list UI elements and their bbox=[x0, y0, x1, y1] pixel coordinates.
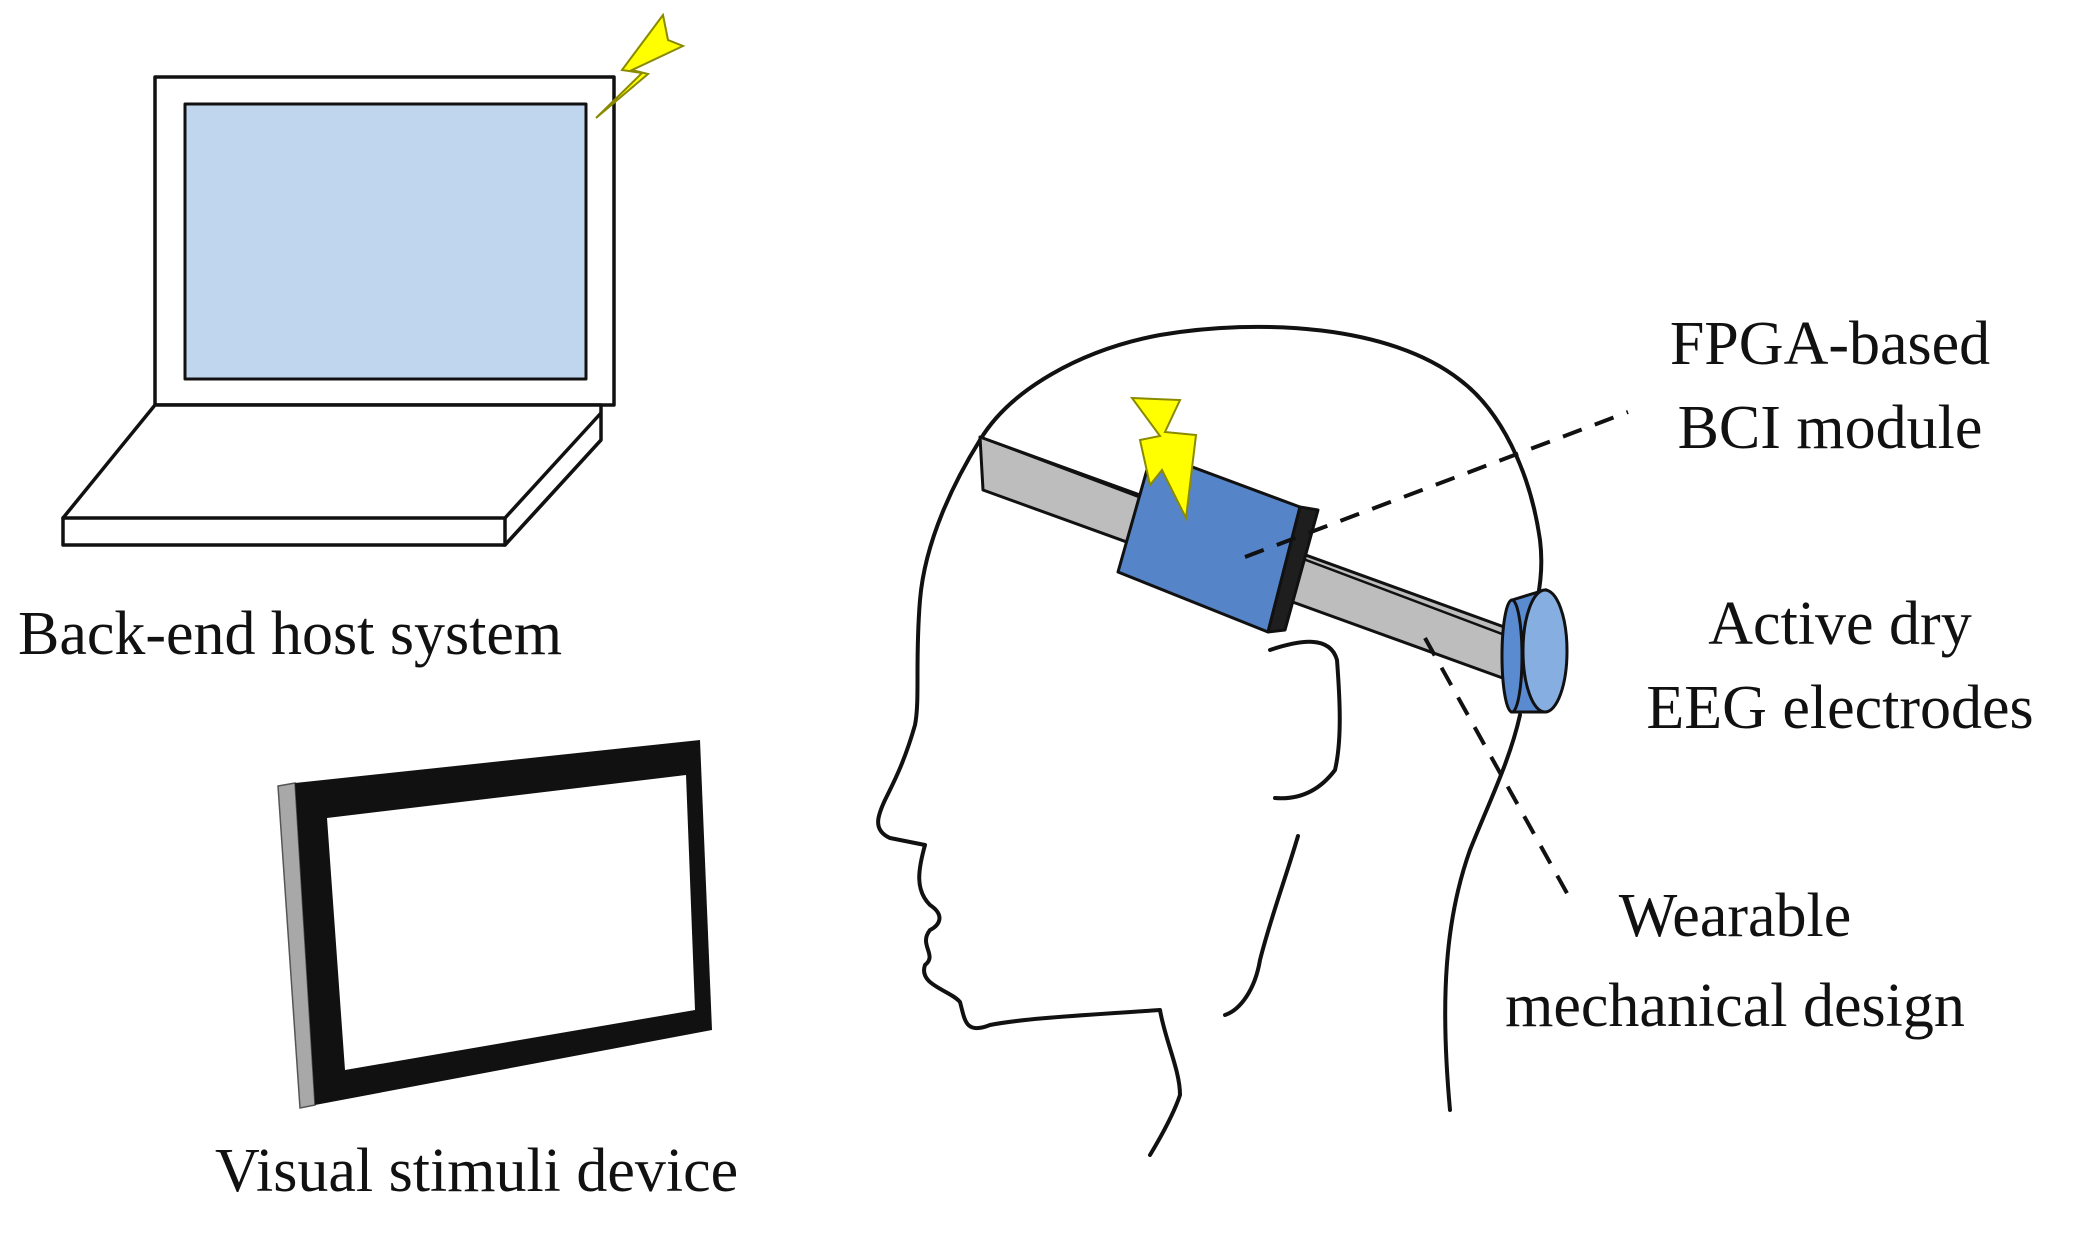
eeg-electrode bbox=[1500, 587, 1569, 714]
lightning-bolt-icon bbox=[595, 12, 686, 119]
laptop-icon bbox=[61, 75, 616, 547]
tablet-icon bbox=[277, 740, 712, 1109]
visual-stimuli-label: Visual stimuli device bbox=[215, 1137, 739, 1205]
mech-leader-line bbox=[1423, 637, 1570, 896]
head-outline bbox=[876, 324, 1544, 1157]
eeg-electrodes-label-line2: EEG electrodes bbox=[1646, 674, 2034, 742]
bci-module-label-line1: FPGA-based bbox=[1669, 310, 1991, 378]
lightning-bolt-icon bbox=[1129, 396, 1198, 522]
host-system-label: Back-end host system bbox=[18, 600, 563, 668]
leader-lines bbox=[1244, 410, 1629, 896]
mechanical-design-label-line2: mechanical design bbox=[1505, 972, 1965, 1040]
bci-module bbox=[1116, 450, 1320, 634]
mechanical-design-label-line1: Wearable bbox=[1618, 882, 1852, 950]
eeg-electrodes-label-line1: Active dry bbox=[1708, 590, 1972, 658]
module-leader-line bbox=[1244, 410, 1629, 559]
bci-module-label-line2: BCI module bbox=[1677, 394, 1983, 462]
